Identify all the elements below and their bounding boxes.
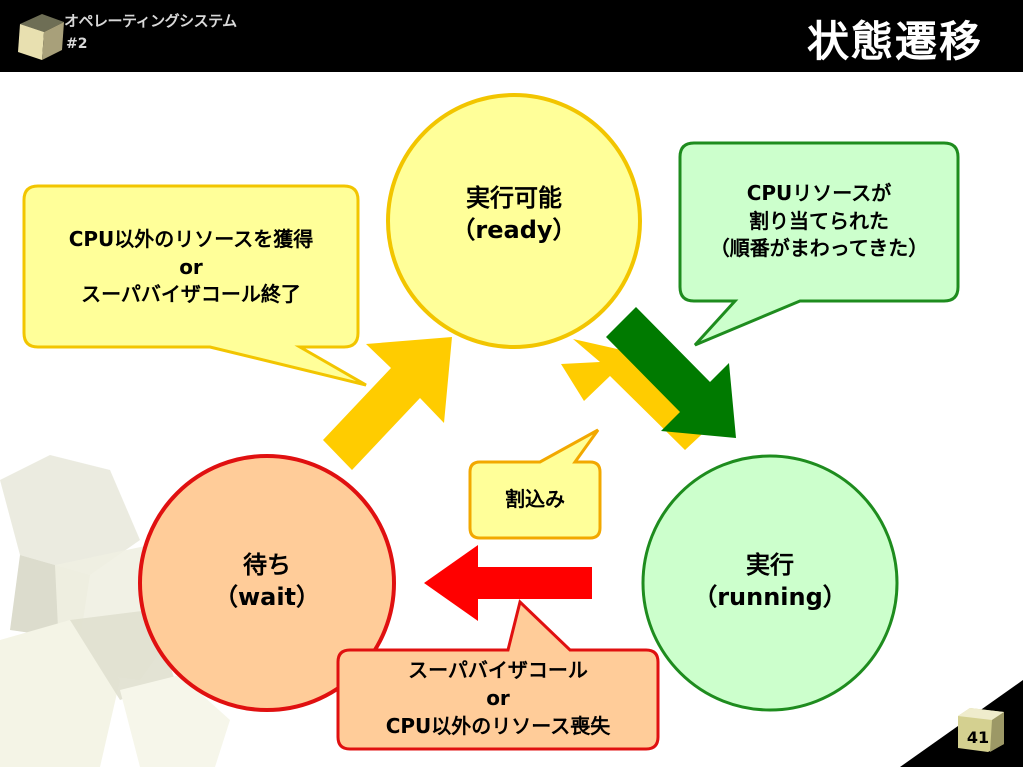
interrupt-text: 割込み bbox=[505, 487, 565, 511]
ready-to-running-arrow bbox=[606, 307, 736, 438]
wait-state-name: 待ち bbox=[243, 551, 291, 579]
resource-acquired-line2: or bbox=[179, 254, 203, 279]
ready-state-circle bbox=[386, 93, 642, 349]
running-state-circle bbox=[641, 454, 899, 712]
resource-acquired-line3: スーパバイザコール終了 bbox=[81, 282, 301, 307]
cpu-assigned-line1: CPUリソースが bbox=[746, 181, 892, 205]
slide-title: 状態遷移 bbox=[806, 17, 983, 66]
cube-logo-icon bbox=[18, 14, 64, 60]
running-state-label: 実行 （running） bbox=[670, 549, 870, 614]
running-state-english: （running） bbox=[693, 583, 847, 612]
resource-acquired-callout bbox=[22, 184, 367, 387]
page-badge bbox=[900, 680, 1023, 767]
supervisor-call-line3: CPU以外のリソース喪失 bbox=[385, 714, 611, 738]
cpu-assigned-line2: 割り当てられた bbox=[749, 208, 889, 233]
wait-to-ready-arrow bbox=[323, 337, 452, 470]
supervisor-call-callout bbox=[336, 599, 660, 751]
cpu-assigned-text: CPUリソースが 割り当てられた （順番がまわってきた） bbox=[682, 180, 956, 263]
ready-state-english: （ready） bbox=[451, 216, 577, 245]
ready-state-label: 実行可能 （ready） bbox=[414, 182, 614, 247]
page-number: 41 bbox=[966, 728, 990, 747]
supervisor-call-line2: or bbox=[486, 686, 510, 710]
running-state-name: 実行 bbox=[746, 551, 794, 579]
cpu-assigned-callout bbox=[678, 141, 960, 347]
wait-state-label: 待ち （wait） bbox=[167, 549, 367, 614]
supervisor-call-text: スーパバイザコール or CPU以外のリソース喪失 bbox=[340, 656, 656, 740]
supervisor-call-line1: スーパバイザコール bbox=[408, 658, 588, 682]
resource-acquired-text: CPU以外のリソースを獲得 or スーパバイザコール終了 bbox=[26, 226, 356, 309]
header-bar: オペレーティングシステム #2 状態遷移 bbox=[0, 0, 1023, 72]
resource-acquired-line1: CPU以外のリソースを獲得 bbox=[68, 227, 314, 251]
running-to-wait-arrow bbox=[424, 545, 592, 621]
ready-state-name: 実行可能 bbox=[466, 184, 562, 212]
wait-state-english: （wait） bbox=[213, 583, 321, 612]
lecture-number: #2 bbox=[66, 36, 88, 52]
course-name: オペレーティングシステム bbox=[64, 12, 237, 30]
interrupt-callout bbox=[468, 428, 602, 540]
cpu-assigned-line3: （順番がまわってきた） bbox=[709, 236, 929, 261]
wait-state-circle bbox=[138, 454, 396, 712]
